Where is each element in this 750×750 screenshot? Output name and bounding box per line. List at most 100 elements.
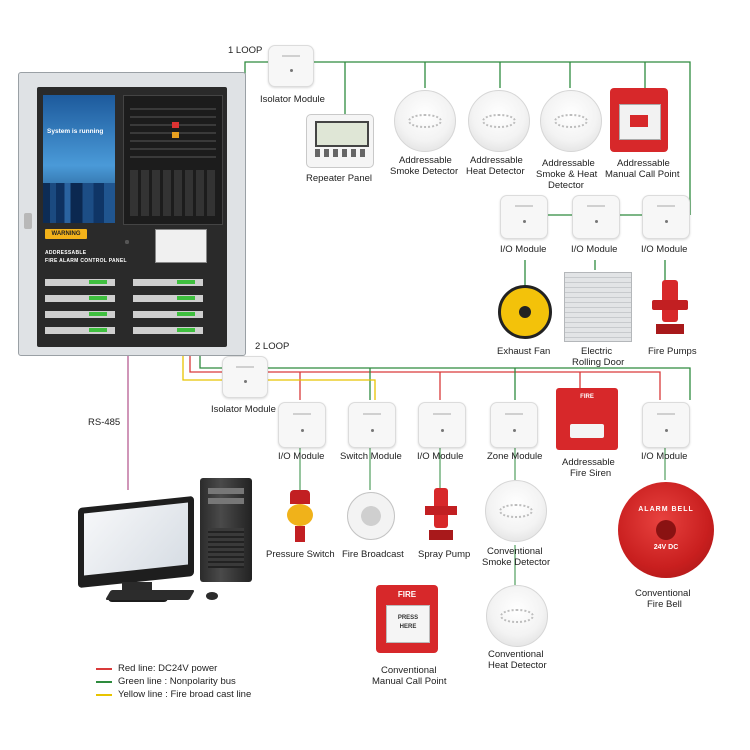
addressable-manual-call-point bbox=[610, 88, 668, 152]
fire-alarm-control-panel: System is running WARNING ADDRESSABLE FI… bbox=[18, 72, 246, 356]
fire-broadcast-speaker bbox=[347, 492, 395, 540]
heat1-label-b: Heat Detector bbox=[466, 166, 525, 177]
mcp-fire-text: FIRE bbox=[397, 590, 417, 599]
spray-label: Spray Pump bbox=[418, 549, 471, 560]
smoke1-label-b: Smoke Detector bbox=[390, 166, 459, 177]
io-module-2 bbox=[572, 195, 620, 239]
monitor bbox=[78, 495, 194, 589]
conv-heat-label-a: Conventional bbox=[488, 649, 544, 660]
broadcast-label: Fire Broadcast bbox=[342, 549, 404, 560]
legend-yellow: Yellow line : Fire broad cast line bbox=[96, 688, 251, 701]
electric-rolling-door bbox=[564, 272, 632, 342]
mcp1-label-b: Manual Call Point bbox=[605, 169, 680, 180]
bell-alarm-text: ALARM BELL bbox=[638, 506, 694, 513]
io-module-2-label: I/O Module bbox=[571, 244, 618, 255]
speaker-grille bbox=[122, 237, 132, 247]
io-module-4 bbox=[278, 402, 326, 448]
loop2-label: 2 LOOP bbox=[255, 341, 290, 352]
addressable-smoke-detector bbox=[394, 90, 456, 152]
pressure-switch bbox=[287, 490, 313, 542]
panel-title-line1: ADDRESSABLE bbox=[45, 250, 87, 256]
line-legend: Red line: DC24V power Green line : Nonpo… bbox=[96, 662, 251, 701]
spray-pump bbox=[425, 488, 457, 542]
loop1-label: 1 LOOP bbox=[228, 45, 263, 56]
io-module-6-label: I/O Module bbox=[641, 451, 688, 462]
panel-title-line2: FIRE ALARM CONTROL PANEL bbox=[45, 258, 127, 264]
legend-green-label: Green line : Nonpolarity bus bbox=[118, 676, 236, 687]
bell-volt-text: 24V DC bbox=[653, 544, 679, 551]
screen-status-text: System is running bbox=[47, 128, 104, 135]
conv-smoke-label-a: Conventional bbox=[487, 546, 543, 557]
isolator-module-1 bbox=[268, 45, 314, 87]
smoke1-label-a: Addressable bbox=[399, 155, 452, 166]
pumps-label: Fire Pumps bbox=[648, 346, 697, 357]
conventional-smoke-detector bbox=[485, 480, 547, 542]
io-module-4-label: I/O Module bbox=[278, 451, 325, 462]
isolator-module-1-label: Isolator Module bbox=[260, 94, 325, 105]
siren-fire-text: FIRE bbox=[580, 394, 594, 400]
io-module-5-label: I/O Module bbox=[417, 451, 464, 462]
smokeheat-label-b: Smoke & Heat bbox=[536, 169, 598, 180]
bell-label-a: Conventional bbox=[635, 588, 691, 599]
panel-face: System is running WARNING ADDRESSABLE FI… bbox=[37, 87, 227, 347]
addressable-fire-siren: FIRE bbox=[556, 388, 618, 450]
monitoring-computer bbox=[72, 470, 262, 620]
conv-heat-label-b: Heat Detector bbox=[488, 660, 547, 671]
io-module-1-label: I/O Module bbox=[500, 244, 547, 255]
legend-yellow-label: Yellow line : Fire broad cast line bbox=[118, 689, 252, 700]
smokeheat-label-a: Addressable bbox=[542, 158, 595, 169]
panel-key-lock[interactable] bbox=[24, 213, 32, 229]
io-module-5 bbox=[418, 402, 466, 448]
mcp1-label-a: Addressable bbox=[617, 158, 670, 169]
door-label-a: Electric bbox=[581, 346, 613, 357]
zone-module-label: Zone Module bbox=[487, 451, 543, 462]
io-module-1 bbox=[500, 195, 548, 239]
rs485-label: RS-485 bbox=[88, 417, 121, 428]
conventional-heat-detector bbox=[486, 585, 548, 647]
printer-slot bbox=[155, 229, 207, 263]
switch-module-label: Switch Module bbox=[340, 451, 402, 462]
io-module-3 bbox=[642, 195, 690, 239]
siren-label-b: Fire Siren bbox=[570, 468, 612, 479]
heat1-label-a: Addressable bbox=[470, 155, 523, 166]
repeater-panel bbox=[306, 114, 374, 168]
mcp-here-text: HERE bbox=[399, 624, 417, 630]
smokeheat-label-c: Detector bbox=[548, 180, 584, 191]
mcp-press-text: PRESS bbox=[397, 615, 419, 621]
fire-pumps bbox=[652, 280, 688, 336]
screen-city-skyline bbox=[43, 183, 115, 223]
conv-mcp-label-a: Conventional bbox=[381, 665, 437, 676]
pressure-label: Pressure Switch bbox=[266, 549, 335, 560]
keyboard bbox=[105, 590, 195, 600]
exhaust-fan bbox=[498, 285, 552, 339]
isolator-module-2-label: Isolator Module bbox=[211, 404, 276, 415]
switch-module bbox=[348, 402, 396, 448]
loop2-green bbox=[199, 352, 691, 400]
fan-label: Exhaust Fan bbox=[497, 346, 551, 357]
loop2-red bbox=[189, 352, 661, 400]
io-module-3-label: I/O Module bbox=[641, 244, 688, 255]
conv-smoke-label-b: Smoke Detector bbox=[482, 557, 551, 568]
bell-label-b: Fire Bell bbox=[647, 599, 682, 610]
conventional-fire-bell: ALARM BELL 24V DC bbox=[618, 482, 714, 578]
panel-screen: System is running bbox=[43, 95, 115, 223]
panel-keypad[interactable] bbox=[123, 95, 223, 225]
warning-badge: WARNING bbox=[45, 229, 87, 239]
zone-leds-left bbox=[89, 277, 107, 337]
legend-red: Red line: DC24V power bbox=[96, 662, 251, 675]
conv-mcp-label-b: Manual Call Point bbox=[372, 676, 447, 687]
conventional-manual-call-point: FIRE PRESS HERE bbox=[376, 585, 438, 653]
legend-green: Green line : Nonpolarity bus bbox=[96, 675, 251, 688]
zone-leds-right bbox=[177, 277, 195, 337]
pc-tower bbox=[200, 478, 252, 582]
addressable-smoke-heat-detector bbox=[540, 90, 602, 152]
loop2-yellow bbox=[182, 352, 376, 400]
io-module-6 bbox=[642, 402, 690, 448]
addressable-heat-detector bbox=[468, 90, 530, 152]
siren-label-a: Addressable bbox=[562, 457, 615, 468]
isolator-module-2 bbox=[222, 356, 268, 398]
repeater-panel-label: Repeater Panel bbox=[306, 173, 373, 184]
mouse bbox=[206, 592, 218, 600]
zone-module bbox=[490, 402, 538, 448]
door-label-b: Rolling Door bbox=[572, 357, 625, 368]
